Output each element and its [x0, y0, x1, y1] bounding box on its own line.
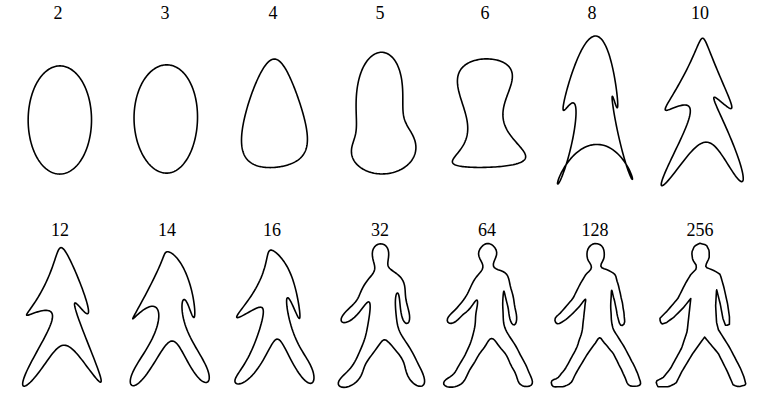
outline-approximation	[444, 243, 533, 387]
term-count: 16	[237, 220, 307, 240]
term-count: 12	[25, 220, 95, 240]
term-count: 4	[238, 3, 308, 23]
term-count: 5	[345, 3, 415, 23]
term-count: 2	[23, 3, 93, 23]
outline-approximation	[551, 244, 640, 387]
outline-approximation	[558, 36, 633, 184]
outline-approximation	[661, 38, 743, 186]
term-count: 256	[665, 220, 735, 240]
outline-approximation	[28, 66, 91, 174]
outline-approximation	[351, 52, 415, 174]
term-count: 6	[450, 3, 520, 23]
term-count: 10	[665, 3, 735, 23]
outline-approximation	[23, 248, 102, 387]
outline-approximation	[452, 59, 525, 168]
term-count: 3	[130, 3, 200, 23]
term-count: 32	[345, 220, 415, 240]
outline-approximation	[242, 59, 308, 168]
outline-approximation	[235, 250, 314, 384]
outline-approximation	[656, 243, 746, 387]
term-count: 14	[132, 220, 202, 240]
term-count: 8	[557, 3, 627, 23]
term-count: 64	[452, 220, 522, 240]
outline-approximation	[338, 244, 424, 388]
outline-approximation	[134, 65, 197, 173]
term-count: 128	[560, 220, 630, 240]
outline-approximation	[130, 252, 209, 386]
